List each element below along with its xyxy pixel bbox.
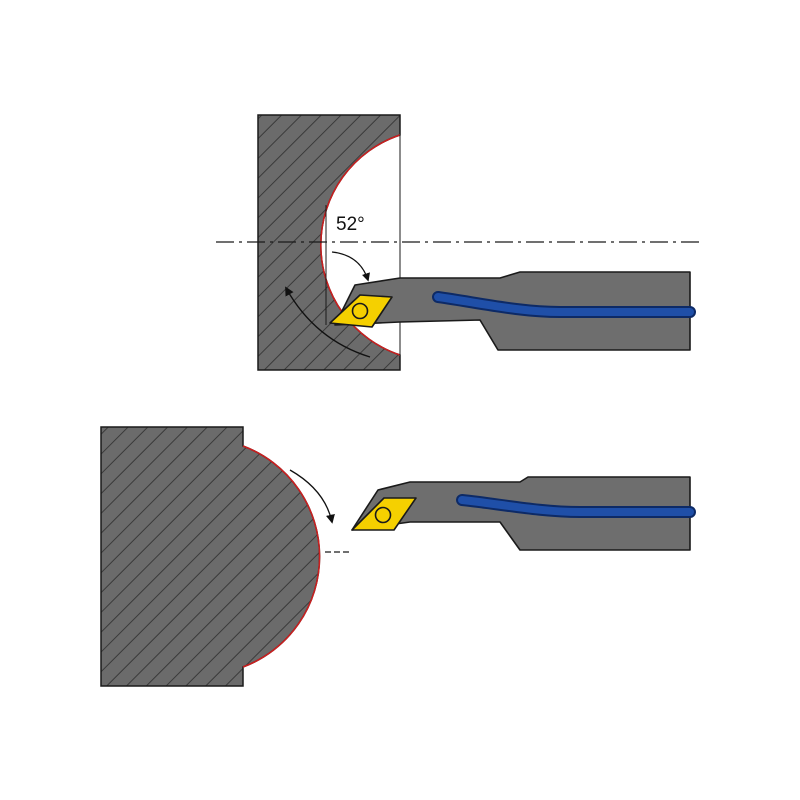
bore-surface bbox=[320, 134, 401, 356]
angle-label: 52° bbox=[336, 214, 365, 235]
coolant-channel-fill bbox=[434, 293, 694, 316]
diamond-insert-icon bbox=[329, 294, 393, 328]
workpiece-bottom bbox=[100, 426, 321, 687]
rotation-arrow-icon bbox=[285, 286, 371, 358]
insert-screw-icon bbox=[351, 302, 369, 320]
dome-surface bbox=[242, 445, 321, 668]
diamond-insert-icon bbox=[351, 497, 417, 531]
angle-arc-icon bbox=[331, 251, 370, 282]
top-view: 52° bbox=[216, 114, 700, 371]
bottom-view bbox=[100, 426, 696, 687]
insert-screw-icon bbox=[374, 506, 392, 524]
coolant-channel-fill bbox=[458, 496, 694, 516]
rotation-arrow-icon bbox=[289, 469, 335, 524]
